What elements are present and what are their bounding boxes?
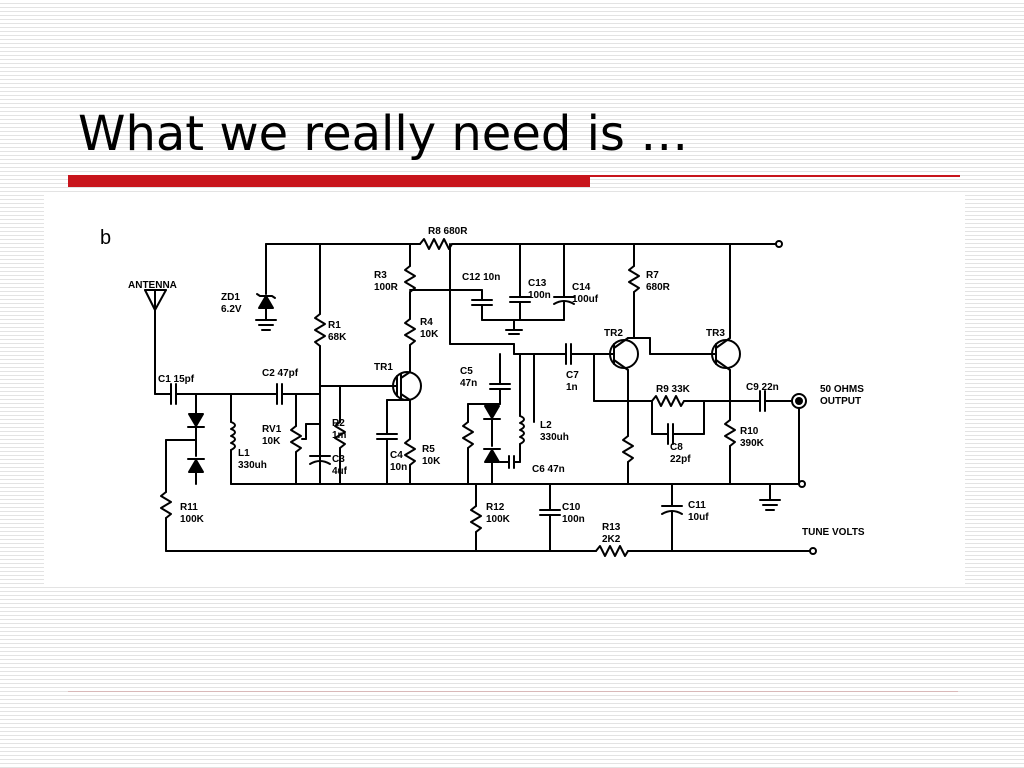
label-c10-value: 100n (562, 514, 585, 525)
label-50-ohms: 50 OHMS (820, 384, 864, 395)
label-c14-name: C14 (572, 282, 591, 293)
label-c4-value: 10n (390, 462, 407, 473)
label-r13-value: 2K2 (602, 534, 621, 545)
label-r7-name: R7 (646, 270, 659, 281)
label-rv1-value: 10K (262, 436, 281, 447)
schematic-drawing: b ANTENNA ZD1 6.2V R8 680R R3 100R C12 1… (100, 226, 865, 557)
label-output: OUTPUT (820, 396, 861, 407)
label-r1-name: R1 (328, 320, 341, 331)
slide-title: What we really need is … (78, 106, 689, 162)
label-l2-name: L2 (540, 420, 552, 431)
figure-letter: b (100, 227, 111, 249)
label-c7-value: 1n (566, 382, 578, 393)
label-c11-value: 10uf (688, 512, 709, 523)
label-c2: C2 47pf (262, 368, 299, 379)
label-r2-value: 1m (332, 430, 347, 441)
label-c6: C6 47n (532, 464, 565, 475)
label-r4-value: 10K (420, 329, 439, 340)
label-c9: C9 22n (746, 382, 779, 393)
label-c1: C1 15pf (158, 374, 195, 385)
label-r11-name: R11 (180, 502, 198, 513)
label-c4-name: C4 (390, 450, 403, 461)
label-c5-name: C5 (460, 366, 473, 377)
title-underline-thick (68, 175, 590, 187)
label-l2-value: 330uh (540, 432, 569, 443)
label-r2-name: R2 (332, 418, 345, 429)
label-c13-name: C13 (528, 278, 547, 289)
label-tune-volts: TUNE VOLTS (802, 527, 865, 538)
label-l1-value: 330uh (238, 460, 267, 471)
label-r1-value: 68K (328, 332, 347, 343)
label-r10-name: R10 (740, 426, 759, 437)
label-r12-value: 100K (486, 514, 511, 525)
label-r8: R8 680R (428, 226, 468, 237)
label-c10-name: C10 (562, 502, 581, 513)
label-antenna: ANTENNA (128, 280, 177, 291)
title-underline-thin (590, 175, 960, 177)
label-c7-name: C7 (566, 370, 579, 381)
label-c3-value: 4uf (332, 466, 348, 477)
label-c14-value: 100uf (572, 294, 599, 305)
label-r3-value: 100R (374, 282, 399, 293)
label-c8-value: 22pf (670, 454, 691, 465)
label-r4-name: R4 (420, 317, 433, 328)
footer-rule (68, 691, 958, 692)
label-rv1-name: RV1 (262, 424, 282, 435)
label-zd1-value: 6.2V (221, 304, 242, 315)
label-c12: C12 10n (462, 272, 500, 283)
label-r5-name: R5 (422, 444, 435, 455)
label-zd1-name: ZD1 (221, 292, 240, 303)
label-r5-value: 10K (422, 456, 441, 467)
label-r11-value: 100K (180, 514, 205, 525)
label-r12-name: R12 (486, 502, 505, 513)
label-r9: R9 33K (656, 384, 691, 395)
label-tr3: TR3 (706, 328, 725, 339)
label-r10-value: 390K (740, 438, 765, 449)
label-r3-name: R3 (374, 270, 387, 281)
label-c3-name: C3 (332, 454, 345, 465)
label-c13-value: 100n (528, 290, 551, 301)
label-c11-name: C11 (688, 500, 706, 511)
label-l1-name: L1 (238, 448, 250, 459)
circuit-schematic: b ANTENNA ZD1 6.2V R8 680R R3 100R C12 1… (44, 194, 965, 586)
label-tr2: TR2 (604, 328, 623, 339)
label-c5-value: 47n (460, 378, 477, 389)
label-c8-name: C8 (670, 442, 683, 453)
label-r13-name: R13 (602, 522, 621, 533)
label-tr1: TR1 (374, 362, 393, 373)
label-r7-value: 680R (646, 282, 671, 293)
